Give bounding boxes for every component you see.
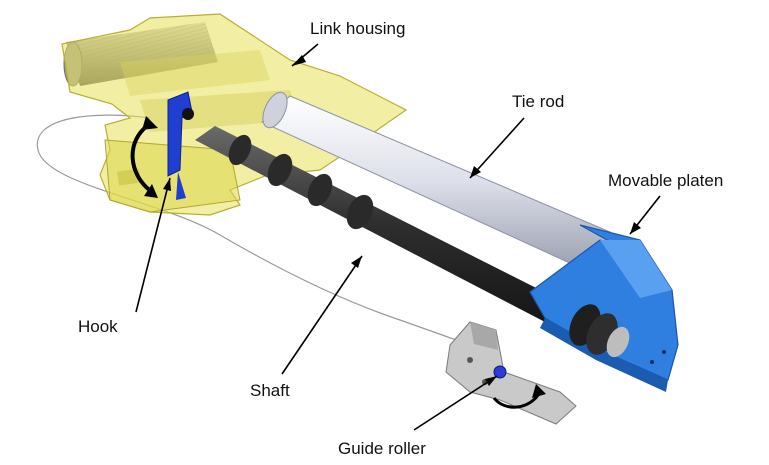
leader-lines [135,43,661,431]
leader-guide-roller [413,375,498,431]
cable-wire [36,114,491,353]
label-link-housing: Link housing [310,19,405,38]
leader-tie-rod [469,117,525,179]
guide-roller-bracket [445,321,577,425]
hook [167,91,194,200]
leader-hook [135,177,171,313]
roller-rotation-arrow [492,384,546,409]
label-hook: Hook [78,317,118,336]
hook-rotation-arrow [130,116,158,198]
shaft [195,126,560,322]
shaft-nut [569,304,630,358]
label-shaft: Shaft [250,381,290,400]
label-tie-rod: Tie rod [512,92,564,111]
label-movable-platen: Movable platen [608,171,723,190]
leader-shaft [281,255,363,375]
label-guide-roller: Guide roller [338,439,426,458]
guide-roller [493,365,507,379]
